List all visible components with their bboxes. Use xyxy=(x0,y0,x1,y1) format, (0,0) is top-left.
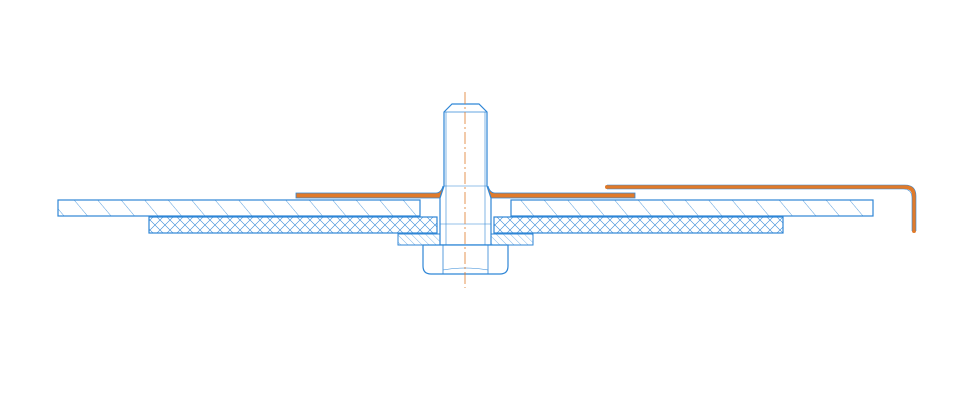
lower-plate xyxy=(148,216,784,234)
orange-bent-bracket xyxy=(605,185,916,233)
bolt-shank xyxy=(419,103,512,246)
hex-nut xyxy=(422,244,509,275)
upper-plate xyxy=(57,199,874,217)
